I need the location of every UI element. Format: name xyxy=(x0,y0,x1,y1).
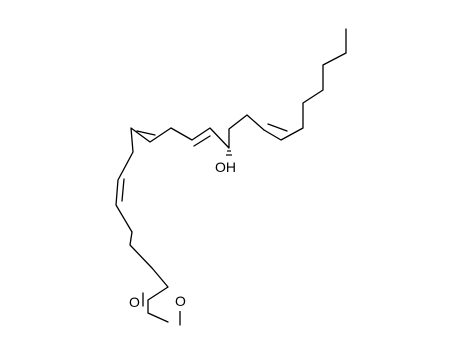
double-bonds xyxy=(121,123,288,307)
double-bond-c13 xyxy=(267,123,288,132)
chain-lower-segment xyxy=(129,231,169,323)
double-bond-c8 xyxy=(136,130,156,136)
ester-oxygen-label: O xyxy=(175,293,186,309)
carbon-backbone xyxy=(115,28,347,323)
double-bond-c10 xyxy=(193,135,211,147)
atom-labels: OH O O xyxy=(128,158,236,312)
carbonyl-oxygen-label: O xyxy=(129,294,140,310)
chain-mid-segment xyxy=(170,114,265,149)
hydroxyl-label: OH xyxy=(215,159,236,175)
chain-diene-segment xyxy=(115,127,172,233)
double-bond-c5 xyxy=(121,178,125,202)
chain-terminal-segment xyxy=(263,28,347,141)
